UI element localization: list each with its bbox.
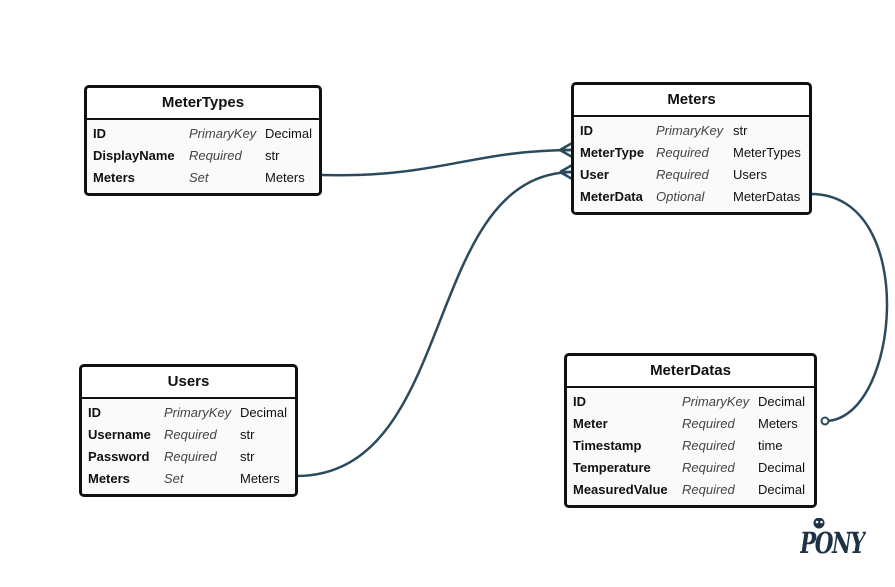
attribute-kind: Required bbox=[682, 416, 735, 431]
logo-head-icon bbox=[813, 518, 825, 529]
relation-metertypes-meters[interactable] bbox=[320, 148, 575, 177]
attribute-row[interactable]: MeterData Optional MeterDatas bbox=[574, 186, 809, 208]
attribute-name: ID bbox=[573, 394, 586, 409]
entity-title: MeterDatas bbox=[567, 356, 814, 388]
attribute-name: Username bbox=[88, 427, 151, 442]
attribute-kind: PrimaryKey bbox=[656, 123, 724, 138]
attribute-type: str bbox=[265, 148, 280, 163]
entity-title: MeterTypes bbox=[87, 88, 319, 120]
attribute-kind: Required bbox=[656, 167, 709, 182]
entity-title: Users bbox=[82, 367, 295, 399]
attribute-type: Meters bbox=[758, 416, 798, 431]
attribute-type: Meters bbox=[265, 170, 305, 185]
attribute-type: MeterTypes bbox=[733, 145, 801, 160]
attribute-type: Decimal bbox=[758, 394, 805, 409]
attribute-kind: Set bbox=[189, 170, 209, 185]
attribute-name: Meters bbox=[93, 170, 135, 185]
pony-logo: PONY bbox=[800, 518, 866, 558]
relation-meters-meterdatas[interactable] bbox=[810, 192, 889, 423]
attribute-name: Meters bbox=[88, 471, 130, 486]
attribute-kind: Required bbox=[682, 482, 735, 497]
attribute-type: str bbox=[733, 123, 748, 138]
attribute-type: Decimal bbox=[758, 460, 805, 475]
attribute-row[interactable]: Timestamp Required time bbox=[567, 435, 814, 457]
attribute-name: User bbox=[580, 167, 609, 182]
attribute-name: ID bbox=[93, 126, 106, 141]
attribute-kind: Optional bbox=[656, 189, 705, 204]
attribute-kind: PrimaryKey bbox=[189, 126, 257, 141]
entity-title: Meters bbox=[574, 85, 809, 117]
attribute-list: ID PrimaryKey Decimal Username Required … bbox=[82, 399, 295, 494]
attribute-type: MeterDatas bbox=[733, 189, 801, 204]
attribute-row[interactable]: ID PrimaryKey Decimal bbox=[82, 402, 295, 424]
attribute-kind: PrimaryKey bbox=[164, 405, 232, 420]
attribute-row[interactable]: ID PrimaryKey Decimal bbox=[567, 391, 814, 413]
relation-users-meters[interactable] bbox=[295, 170, 575, 478]
attribute-name: Password bbox=[88, 449, 150, 464]
attribute-kind: Required bbox=[189, 148, 242, 163]
attribute-type: Meters bbox=[240, 471, 280, 486]
entity-meterdatas[interactable]: MeterDatas ID PrimaryKey Decimal Meter R… bbox=[564, 353, 817, 508]
attribute-row[interactable]: ID PrimaryKey Decimal bbox=[87, 123, 319, 145]
attribute-row[interactable]: Password Required str bbox=[82, 446, 295, 468]
attribute-row[interactable]: Temperature Required Decimal bbox=[567, 457, 814, 479]
attribute-kind: Required bbox=[656, 145, 709, 160]
attribute-row[interactable]: MeterType Required MeterTypes bbox=[574, 142, 809, 164]
attribute-row[interactable]: Meters Set Meters bbox=[87, 167, 319, 189]
attribute-list: ID PrimaryKey Decimal DisplayName Requir… bbox=[87, 120, 319, 193]
attribute-kind: Required bbox=[164, 449, 217, 464]
attribute-row[interactable]: Meter Required Meters bbox=[567, 413, 814, 435]
attribute-type: Decimal bbox=[240, 405, 287, 420]
attribute-row[interactable]: ID PrimaryKey str bbox=[574, 120, 809, 142]
svg-text:PONY: PONY bbox=[800, 526, 866, 558]
entity-meters[interactable]: Meters ID PrimaryKey str MeterType Requi… bbox=[571, 82, 812, 215]
attribute-name: Timestamp bbox=[573, 438, 642, 453]
attribute-kind: Required bbox=[682, 438, 735, 453]
attribute-type: time bbox=[758, 438, 783, 453]
entity-metertypes[interactable]: MeterTypes ID PrimaryKey Decimal Display… bbox=[84, 85, 322, 196]
attribute-row[interactable]: DisplayName Required str bbox=[87, 145, 319, 167]
optional-circle-icon bbox=[820, 416, 830, 426]
attribute-row[interactable]: Username Required str bbox=[82, 424, 295, 446]
attribute-kind: PrimaryKey bbox=[682, 394, 750, 409]
attribute-kind: Required bbox=[164, 427, 217, 442]
attribute-name: Temperature bbox=[573, 460, 651, 475]
attribute-list: ID PrimaryKey str MeterType Required Met… bbox=[574, 117, 809, 212]
attribute-name: ID bbox=[88, 405, 101, 420]
attribute-row[interactable]: MeasuredValue Required Decimal bbox=[567, 479, 814, 501]
attribute-name: DisplayName bbox=[93, 148, 175, 163]
attribute-name: MeterType bbox=[580, 145, 645, 160]
attribute-list: ID PrimaryKey Decimal Meter Required Met… bbox=[567, 388, 814, 505]
attribute-type: Decimal bbox=[758, 482, 805, 497]
attribute-type: Users bbox=[733, 167, 767, 182]
entity-users[interactable]: Users ID PrimaryKey Decimal Username Req… bbox=[79, 364, 298, 497]
attribute-name: ID bbox=[580, 123, 593, 138]
attribute-type: Decimal bbox=[265, 126, 312, 141]
attribute-row[interactable]: User Required Users bbox=[574, 164, 809, 186]
attribute-name: Meter bbox=[573, 416, 608, 431]
attribute-kind: Set bbox=[164, 471, 184, 486]
attribute-type: str bbox=[240, 427, 255, 442]
attribute-name: MeterData bbox=[580, 189, 643, 204]
attribute-kind: Required bbox=[682, 460, 735, 475]
attribute-type: str bbox=[240, 449, 255, 464]
attribute-row[interactable]: Meters Set Meters bbox=[82, 468, 295, 490]
attribute-name: MeasuredValue bbox=[573, 482, 668, 497]
